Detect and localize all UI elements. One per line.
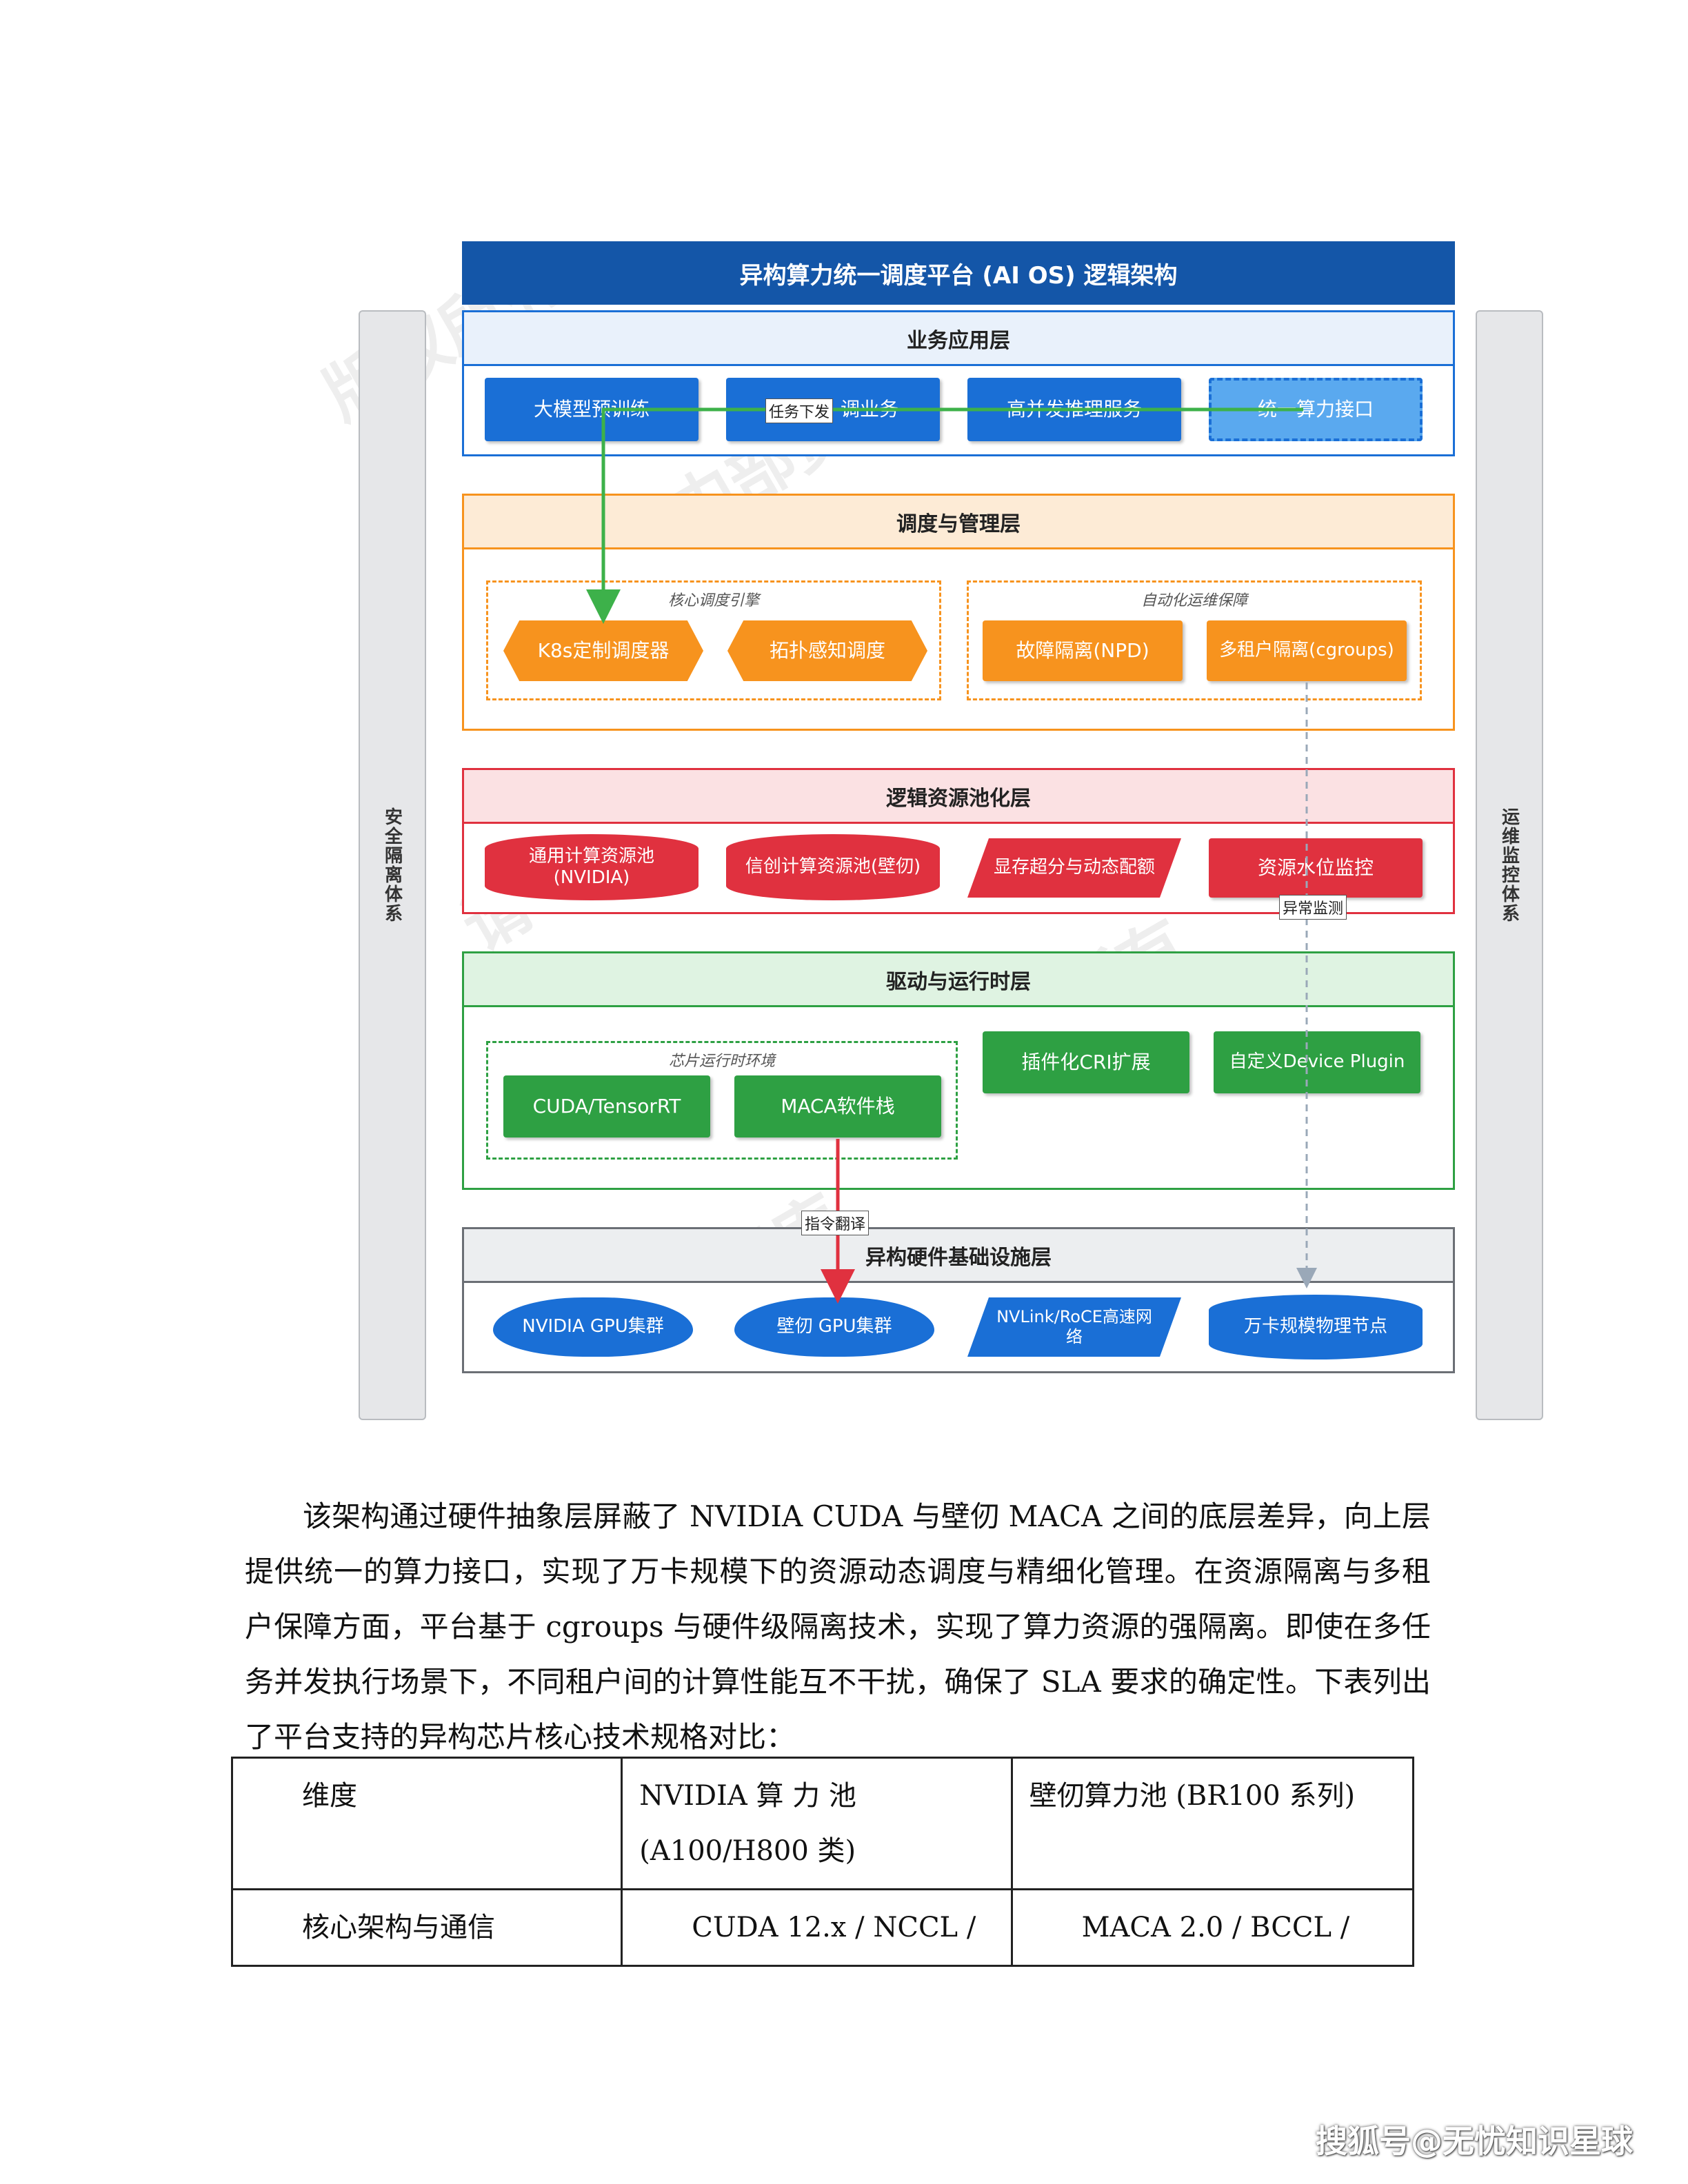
node-maca-stack: MACA软件栈 <box>734 1075 941 1138</box>
node-cri-extension: 插件化CRI扩展 <box>983 1031 1189 1093</box>
node-cuda-tensorrt: CUDA/TensorRT <box>503 1075 710 1138</box>
edge-dispatch <box>586 407 1303 624</box>
group-runtime-label: 芯片运行时环境 <box>668 1053 775 1070</box>
edge-label-translate: 指令翻译 <box>801 1211 870 1235</box>
table-row: 核心架构与通信 CUDA 12.x / NCCL / MACA 2.0 / BC… <box>230 1888 1415 1967</box>
table-header-cell: 维度 <box>230 1757 623 1890</box>
table-cell: CUDA 12.x / NCCL / <box>621 1888 1013 1967</box>
table-cell: MACA 2.0 / BCCL / <box>1010 1888 1415 1967</box>
table-header-cell: NVIDIA 算 力 池 (A100/H800 类) <box>621 1757 1013 1890</box>
group-core-label: 核心调度引擎 <box>667 592 759 609</box>
security-pillar: 安全隔离体系 <box>359 310 426 1420</box>
node-nvlink-network: NVLink/RoCE高速网络 <box>967 1297 1181 1357</box>
node-k8s-scheduler: K8s定制调度器 <box>503 620 703 681</box>
layer-pool-title: 逻辑资源池化层 <box>464 770 1453 824</box>
node-watermark-monitor: 资源水位监控 <box>1209 838 1423 898</box>
node-xinchuang-pool: 信创计算资源池(壁仞) <box>726 834 940 900</box>
node-biren-cluster: 壁仞 GPU集群 <box>734 1297 934 1357</box>
layer-scheduling-title: 调度与管理层 <box>464 496 1453 549</box>
table-header-cell: 壁仞算力池 (BR100 系列) <box>1010 1757 1415 1890</box>
footer-credit: 搜狐号@无忧知识星球 <box>1316 2123 1633 2160</box>
layer-hardware-title: 异构硬件基础设施层 <box>464 1229 1453 1283</box>
node-nvidia-cluster: NVIDIA GPU集群 <box>493 1297 693 1357</box>
group-auto-ops: 自动化运维保障 <box>967 580 1422 700</box>
node-device-plugin: 自定义Device Plugin <box>1214 1031 1420 1093</box>
group-core-scheduler: 核心调度引擎 <box>486 580 941 700</box>
node-memory-overcommit: 显存超分与动态配额 <box>967 838 1181 898</box>
node-topology-scheduling: 拓扑感知调度 <box>727 620 927 681</box>
layer-app-title: 业务应用层 <box>464 312 1453 366</box>
node-unified-api: 统一算力接口 <box>1209 378 1423 441</box>
layer-scheduling: 调度与管理层 <box>462 494 1455 731</box>
table-cell: 核心架构与通信 <box>230 1888 623 1967</box>
architecture-diagram: 版权所有 内部资料 无忧智库 请勿外传 版权所有 无忧智库 异构算力统一调度平台… <box>310 228 1607 1475</box>
ops-monitor-pillar: 运维监控体系 <box>1476 310 1543 1420</box>
edge-label-dispatch: 任务下发 <box>765 398 834 423</box>
node-multitenant-isolation: 多租户隔离(cgroups) <box>1207 620 1407 681</box>
layer-driver-title: 驱动与运行时层 <box>464 953 1453 1007</box>
diagram-title: 异构算力统一调度平台 (AI OS) 逻辑架构 <box>462 241 1455 305</box>
ops-pillar-label: 运维监控体系 <box>1498 807 1520 923</box>
edge-label-monitor: 异常监测 <box>1279 895 1347 920</box>
security-pillar-label: 安全隔离体系 <box>381 807 403 923</box>
group-ops-label: 自动化运维保障 <box>1141 592 1247 609</box>
group-chip-runtime: 芯片运行时环境 <box>486 1041 958 1160</box>
node-physical-nodes: 万卡规模物理节点 <box>1209 1295 1423 1359</box>
edge-overlay <box>586 407 1317 1304</box>
node-fault-isolation: 故障隔离(NPD) <box>983 620 1183 681</box>
body-paragraph-block: 该架构通过硬件抽象层屏蔽了 NVIDIA CUDA 与壁仞 MACA 之间的底层… <box>245 1489 1431 1765</box>
table-header-row: 维度 NVIDIA 算 力 池 (A100/H800 类) 壁仞算力池 (BR1… <box>230 1757 1415 1890</box>
spec-comparison-table: 维度 NVIDIA 算 力 池 (A100/H800 类) 壁仞算力池 (BR1… <box>230 1757 1415 1967</box>
node-general-pool: 通用计算资源池 (NVIDIA) <box>485 834 699 900</box>
body-paragraph: 该架构通过硬件抽象层屏蔽了 NVIDIA CUDA 与壁仞 MACA 之间的底层… <box>245 1499 1431 1754</box>
